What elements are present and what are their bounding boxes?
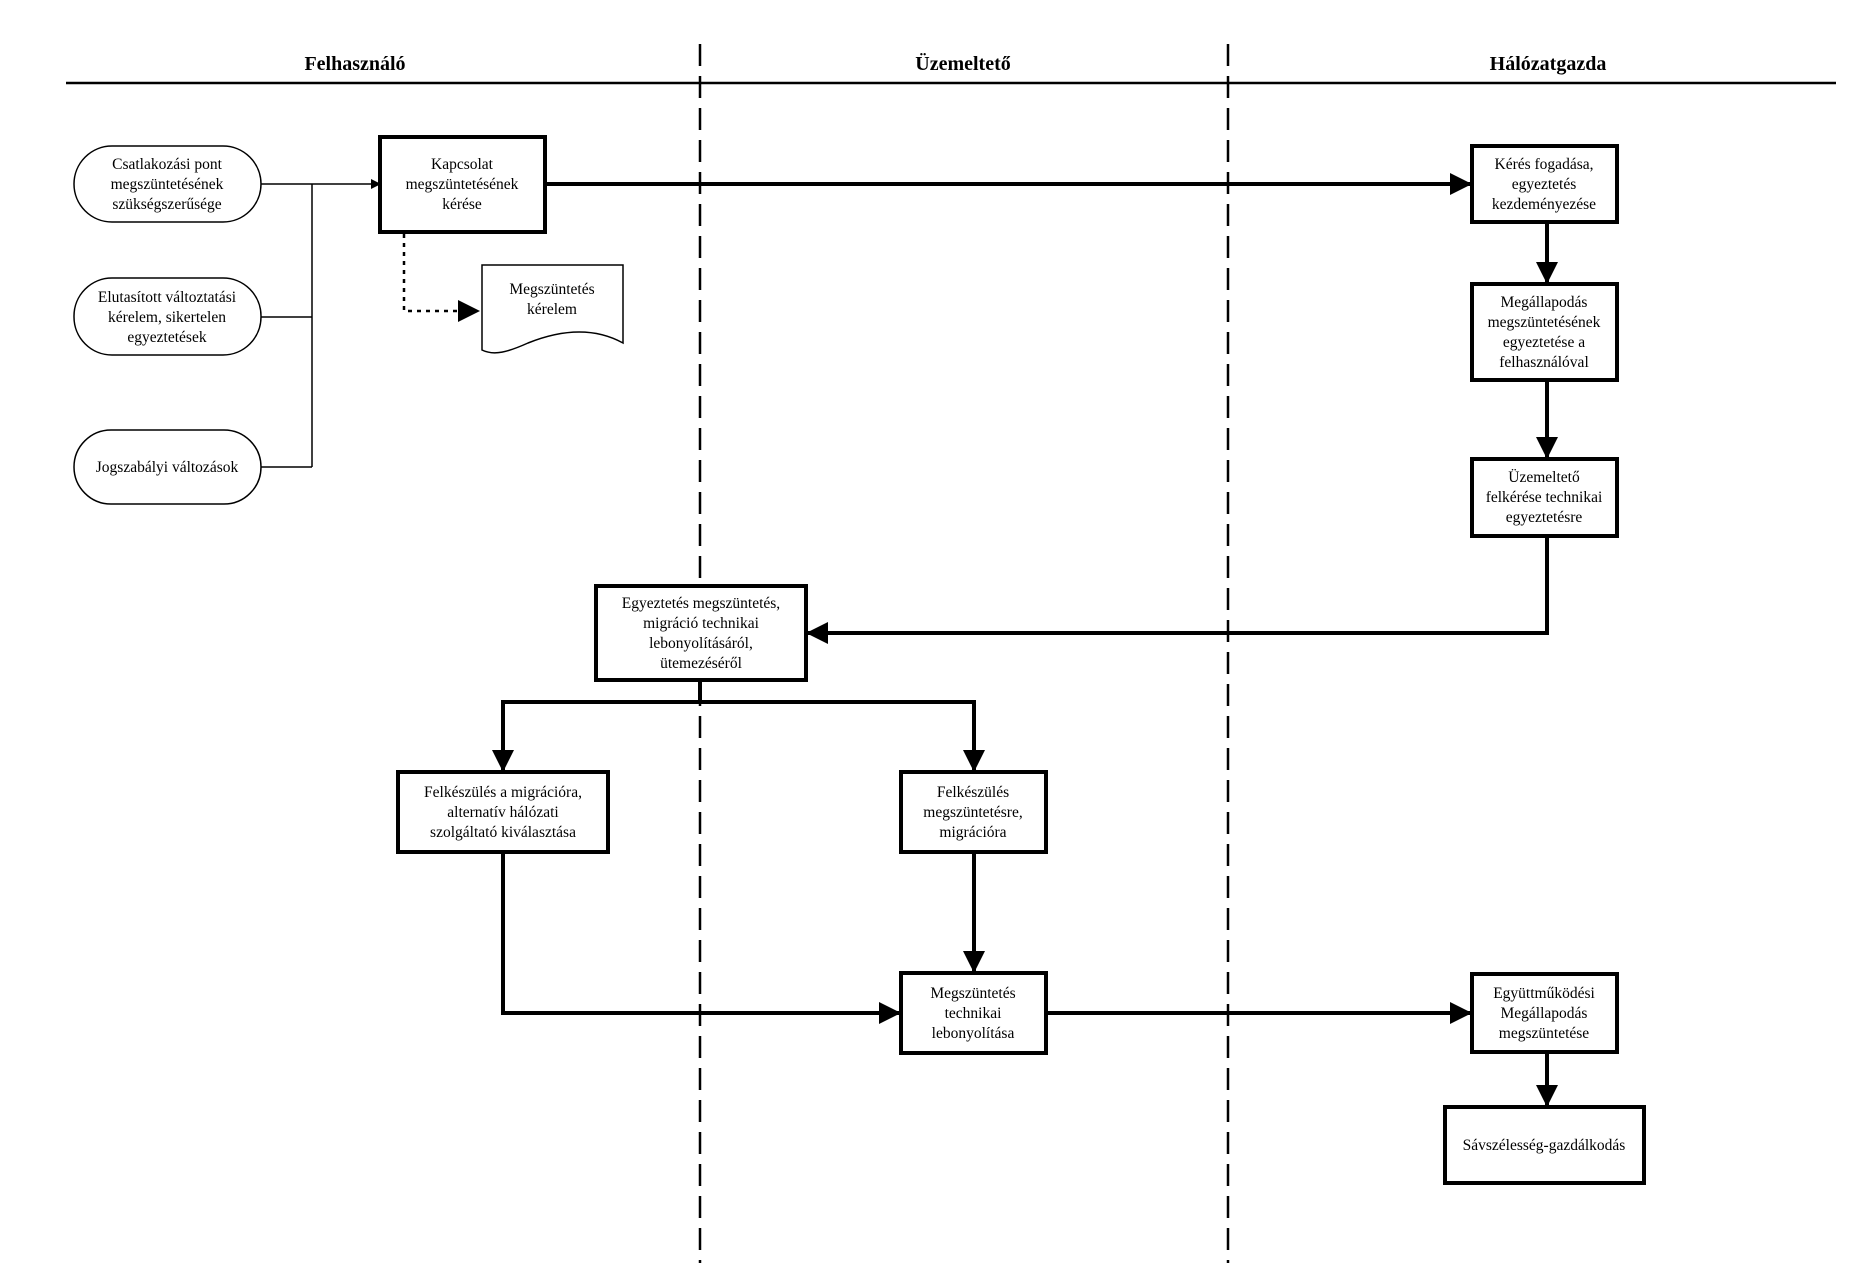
terminator-start-2-text: Elutasított változtatási kérelem, sikerte… bbox=[98, 289, 237, 346]
process-agreement: Megállapodás megszüntetésének egyeztetése … bbox=[1470, 282, 1619, 382]
node-text-line: migrációra bbox=[939, 824, 1006, 841]
node-text-line: megszüntetésének bbox=[406, 176, 519, 193]
terminator-start-3-text: Jogszabályi változások bbox=[96, 459, 239, 476]
node-text-line: megszüntetése bbox=[1499, 1025, 1590, 1042]
process-operator-request: Üzemeltető felkérése technikai egyeztetésr… bbox=[1470, 457, 1619, 538]
process-receive-text: Kérés fogadása, egyeztetés kezdeményezése bbox=[1492, 156, 1596, 213]
node-text-line: Felkészülés bbox=[937, 784, 1009, 801]
connector-request-document bbox=[402, 234, 480, 322]
node-text-line: ütemezéséről bbox=[660, 655, 742, 672]
terminator-start-1-text: Csatlakozási pont megszüntetésének szükség… bbox=[111, 156, 224, 213]
document-request: Megszüntetés kérelem bbox=[481, 264, 624, 354]
node-text-line: Egyeztetés megszüntetés, bbox=[622, 595, 780, 612]
node-text-line: migráció technikai bbox=[643, 615, 759, 632]
node-text-line: szükségszerűsége bbox=[112, 196, 221, 213]
process-coordination-text: Egyeztetés megszüntetés, migráció technik… bbox=[622, 595, 780, 672]
process-bandwidth: Sávszélesség-gazdálkodás bbox=[1443, 1105, 1646, 1185]
node-text-line: Kapcsolat bbox=[431, 156, 494, 173]
node-text-line: Elutasított változtatási bbox=[98, 289, 237, 306]
node-text-line: megszüntetésre, bbox=[923, 804, 1022, 821]
connector-prepuser-tech bbox=[501, 852, 901, 1024]
terminator-start-1: Csatlakozási pont megszüntetésének szükség… bbox=[73, 145, 262, 223]
lane-title-operator: Üzemeltető bbox=[915, 52, 1011, 75]
node-text-line: egyeztetése a bbox=[1503, 334, 1585, 351]
node-text-line: egyeztetések bbox=[127, 329, 206, 346]
node-text-line: kezdeményezése bbox=[1492, 196, 1596, 213]
node-text-line: Felkészülés a migrációra, bbox=[424, 784, 582, 801]
lane-title-user: Felhasználó bbox=[304, 53, 405, 75]
lane-title-network-owner: Hálózatgazda bbox=[1490, 53, 1607, 75]
node-text-line: egyeztetésre bbox=[1506, 509, 1583, 526]
process-tech: Megszüntetés technikai lebonyolítása bbox=[899, 971, 1048, 1055]
node-text-line: Megszüntetés bbox=[509, 281, 594, 298]
node-text-line: Üzemeltető bbox=[1508, 469, 1580, 486]
process-agreement-text: Megállapodás megszüntetésének egyeztetése … bbox=[1488, 294, 1601, 371]
process-prep-operator: Felkészülés megszüntetésre, migrációra bbox=[899, 770, 1048, 854]
node-text-line: megszüntetésének bbox=[111, 176, 224, 193]
node-text-line: kérelem bbox=[527, 301, 577, 318]
node-text-line: Jogszabályi változások bbox=[96, 459, 239, 476]
node-text-line: Megállapodás bbox=[1501, 294, 1588, 311]
document-request-text: Megszüntetés kérelem bbox=[509, 281, 594, 318]
connector-split-op bbox=[700, 700, 985, 772]
process-request-text: Kapcsolat megszüntetésének kérése bbox=[406, 156, 519, 213]
process-tech-text: Megszüntetés technikai lebonyolítása bbox=[930, 985, 1015, 1042]
connector-operator-coordination bbox=[806, 536, 1549, 644]
node-text-line: Kérés fogadása, bbox=[1495, 156, 1594, 173]
node-text-line: Együttműködési bbox=[1493, 985, 1595, 1002]
node-text-line: Megállapodás bbox=[1501, 1005, 1588, 1022]
node-text-line: lebonyolítása bbox=[932, 1025, 1015, 1042]
node-text-line: alternatív hálózati bbox=[447, 804, 559, 821]
connectors bbox=[261, 173, 1558, 1107]
process-receive: Kérés fogadása, egyeztetés kezdeményezése bbox=[1470, 144, 1619, 224]
lane-headers: Felhasználó Üzemeltető Hálózatgazda bbox=[304, 52, 1606, 75]
node-text-line: felhasználóval bbox=[1499, 354, 1589, 371]
node-text-line: Sávszélesség-gazdálkodás bbox=[1463, 1137, 1626, 1154]
process-prep-operator-text: Felkészülés megszüntetésre, migrációra bbox=[923, 784, 1022, 841]
process-bandwidth-text: Sávszélesség-gazdálkodás bbox=[1463, 1137, 1626, 1154]
node-text-line: kérelem, sikertelen bbox=[108, 309, 226, 326]
process-coordination: Egyeztetés megszüntetés, migráció technik… bbox=[594, 584, 808, 682]
node-text-line: egyeztetés bbox=[1512, 176, 1577, 193]
process-prep-user: Felkészülés a migrációra, alternatív háló… bbox=[396, 770, 610, 854]
process-prep-user-text: Felkészülés a migrációra, alternatív háló… bbox=[424, 784, 582, 841]
process-operator-request-text: Üzemeltető felkérése technikai egyeztetésr… bbox=[1486, 469, 1603, 526]
node-text-line: technikai bbox=[945, 1005, 1003, 1022]
terminator-start-3: Jogszabályi változások bbox=[73, 429, 262, 505]
node-text-line: Csatlakozási pont bbox=[112, 156, 222, 173]
node-text-line: Megszüntetés bbox=[930, 985, 1015, 1002]
connector-split-user bbox=[492, 700, 700, 772]
node-text-line: megszüntetésének bbox=[1488, 314, 1601, 331]
process-request: Kapcsolat megszüntetésének kérése bbox=[378, 135, 547, 234]
terminator-start-2: Elutasított változtatási kérelem, sikerte… bbox=[73, 277, 262, 356]
node-text-line: szolgáltató kiválasztása bbox=[430, 824, 576, 841]
node-text-line: kérése bbox=[442, 196, 482, 213]
node-text-line: felkérése technikai bbox=[1486, 489, 1603, 506]
node-text-line: lebonyolításáról, bbox=[649, 635, 753, 652]
